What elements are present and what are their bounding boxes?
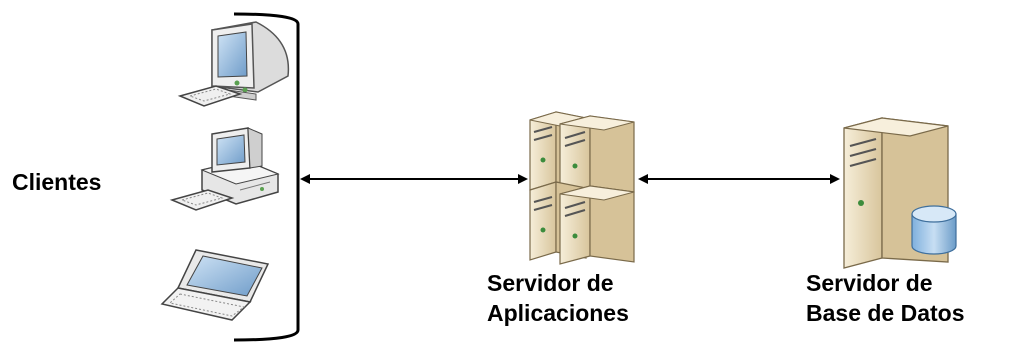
crt-monitor-computer-icon	[177, 21, 290, 107]
database-server-icon	[843, 117, 957, 269]
desktop-tower-computer-icon	[169, 127, 280, 211]
database-server-label: Servidor de Base de Datos	[806, 268, 965, 328]
database-server-label-line2: Base de Datos	[806, 300, 965, 326]
application-server-label-line1: Servidor de	[487, 270, 614, 296]
clients-bracket	[233, 12, 300, 342]
database-cylinder-icon	[911, 205, 957, 255]
clients-label: Clientes	[12, 169, 102, 195]
application-server-label: Servidor de Aplicaciones	[487, 268, 629, 328]
application-server-label-line2: Aplicaciones	[487, 300, 629, 326]
server-rack-icon	[529, 111, 635, 265]
database-server-label-line1: Servidor de	[806, 270, 933, 296]
laptop-icon	[160, 249, 270, 321]
